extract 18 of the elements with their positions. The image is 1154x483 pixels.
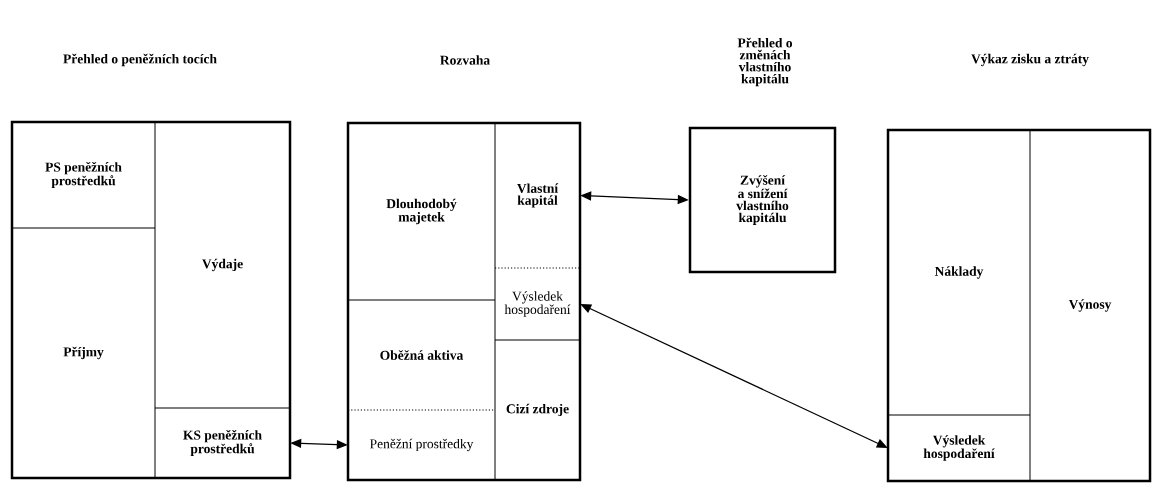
cell: Peněžní prostředky bbox=[370, 438, 474, 452]
statement-box: Zvýšení a snížení vlastního kapitálu bbox=[688, 126, 837, 274]
cell: Výnosy bbox=[1068, 299, 1112, 312]
cell: Náklady bbox=[934, 266, 984, 279]
cell: Výsledek hospodaření bbox=[504, 291, 571, 317]
cell: Výsledek hospodaření bbox=[923, 435, 995, 461]
cell: Oběžná aktiva bbox=[380, 350, 464, 360]
cell: Příjmy bbox=[63, 346, 104, 360]
cell: Dlouhodobý majetek bbox=[386, 198, 457, 225]
cell: PS peněžních prostředků bbox=[45, 162, 122, 188]
cell: Vlastní kapitál bbox=[517, 183, 559, 208]
cell: Cizí zdroje bbox=[506, 403, 569, 417]
heading: Výkaz zisku a ztráty bbox=[971, 53, 1089, 67]
heading: Rozvaha bbox=[440, 55, 490, 65]
heading: Přehled o peněžních tocích bbox=[63, 53, 217, 67]
heading: Přehled o změnách vlastního kapitálu bbox=[737, 37, 793, 87]
cell: KS peněžních prostředků bbox=[183, 430, 262, 456]
cell: Výdaje bbox=[202, 258, 243, 272]
